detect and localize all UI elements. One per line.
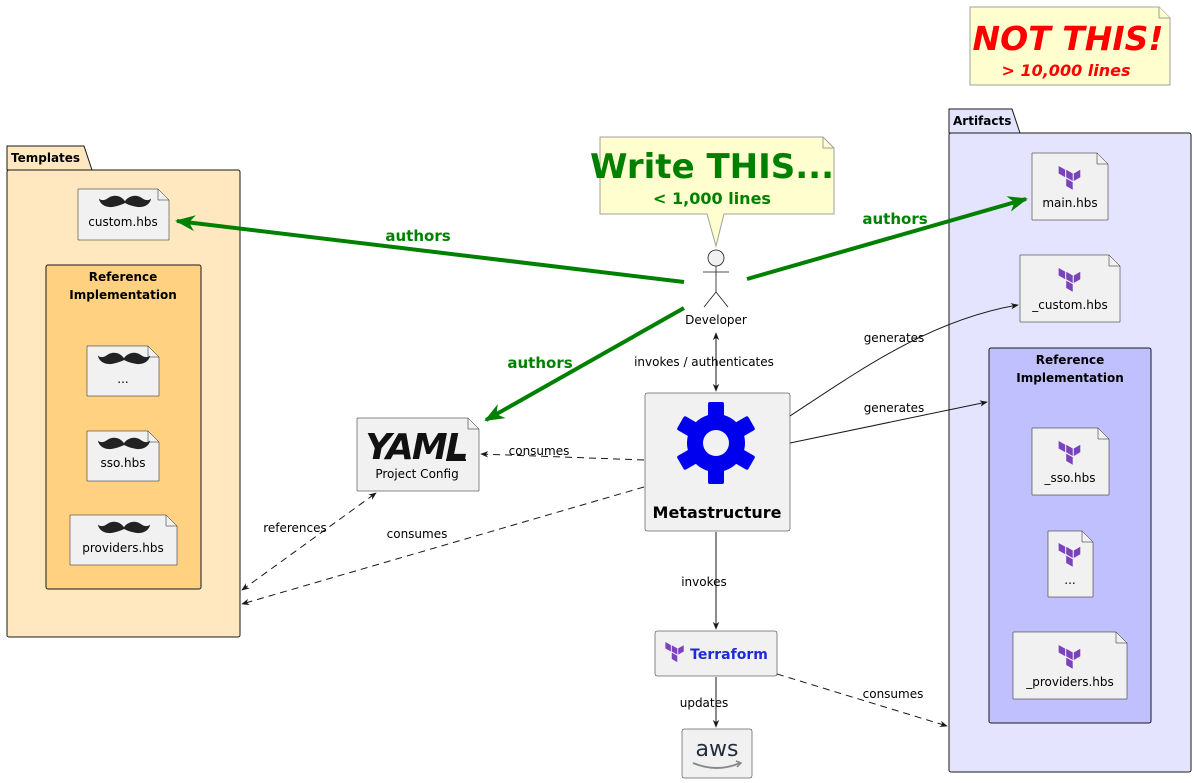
metastructure-label: Metastructure <box>653 503 782 522</box>
template-file-providers[interactable]: providers.hbs <box>69 514 178 566</box>
artifact-file-sso[interactable]: _sso.hbs <box>1031 427 1110 496</box>
artifacts-ref-title-2: Implementation <box>1016 371 1123 385</box>
write-this-subtitle: < 1,000 lines <box>653 189 771 208</box>
templates-title: Templates <box>11 151 80 165</box>
template-custom-label: custom.hbs <box>88 215 157 229</box>
template-file-sso[interactable]: sso.hbs <box>86 430 160 482</box>
terraform-label: Terraform <box>690 647 768 663</box>
artifact-main-label: main.hbs <box>1042 196 1097 210</box>
template-ellipsis-label: ... <box>117 372 128 386</box>
not-this-subtitle: > 10,000 lines <box>1001 61 1130 80</box>
project-config-label: Project Config <box>375 467 458 481</box>
edge-consumes-config: consumes <box>480 444 645 461</box>
template-file-ellipsis[interactable]: ... <box>86 345 160 397</box>
write-this-title: Write THIS... <box>590 147 834 187</box>
developer-actor[interactable]: Developer <box>685 249 747 327</box>
edge-references-label: references <box>263 521 327 535</box>
developer-label: Developer <box>685 313 747 327</box>
edge-consumes-templates: consumes <box>241 486 645 606</box>
edge-consumes-artifacts: consumes <box>776 673 948 727</box>
edge-consumes-config-label: consumes <box>509 444 570 458</box>
edge-invokes-authenticates-label: invokes / authenticates <box>634 355 774 369</box>
gear-icon <box>677 402 755 484</box>
template-providers-label: providers.hbs <box>82 541 164 555</box>
edge-updates-aws: updates <box>680 677 729 728</box>
artifact-file-main[interactable]: main.hbs <box>1031 152 1109 221</box>
edge-updates-aws-label: updates <box>680 696 729 710</box>
templates-reference-implementation: Reference Implementation <box>45 264 202 590</box>
edge-generates-custom: generates <box>789 303 1019 417</box>
edge-invokes-authenticates: invokes / authenticates <box>634 332 774 392</box>
artifact-file-ellipsis[interactable]: ... <box>1047 530 1094 598</box>
edge-references: references <box>241 492 377 591</box>
edge-invokes-terraform-label: invokes <box>681 575 727 589</box>
edge-authors-config: authors <box>484 306 685 422</box>
not-this-title: NOT THIS! <box>973 19 1164 58</box>
edge-generates-reference-label: generates <box>864 401 925 415</box>
terraform-node[interactable]: Terraform <box>654 630 778 677</box>
edge-authors-artifacts-label: authors <box>862 210 927 228</box>
project-config-node[interactable]: YAML Project Config <box>356 417 480 492</box>
yaml-logo-icon: YAML <box>365 427 466 468</box>
templates-ref-title-1: Reference <box>89 270 158 284</box>
note-write-this: Write THIS... < 1,000 lines <box>590 136 835 248</box>
templates-ref-title-2: Implementation <box>69 288 176 302</box>
artifact-file-providers[interactable]: _providers.hbs <box>1012 631 1128 700</box>
metastructure-node[interactable]: Metastructure <box>644 392 791 532</box>
note-not-this: NOT THIS! > 10,000 lines <box>969 6 1171 86</box>
artifact-ellipsis-label: ... <box>1064 573 1075 587</box>
artifact-file-custom[interactable]: _custom.hbs <box>1019 254 1121 323</box>
edge-consumes-templates-label: consumes <box>387 527 448 541</box>
aws-logo-icon: aws <box>696 737 739 762</box>
edge-authors-templates: authors <box>175 215 685 284</box>
edge-consumes-artifacts-label: consumes <box>863 687 924 701</box>
edge-authors-artifacts: authors <box>746 196 1028 281</box>
artifacts-title: Artifacts <box>953 114 1011 128</box>
edge-authors-templates-label: authors <box>385 227 450 245</box>
edge-authors-config-label: authors <box>507 354 572 372</box>
edge-invokes-terraform: invokes <box>681 532 727 630</box>
template-file-custom[interactable]: custom.hbs <box>77 188 170 241</box>
edge-generates-custom-label: generates <box>864 331 925 345</box>
template-sso-label: sso.hbs <box>101 456 146 470</box>
artifact-custom-label: _custom.hbs <box>1031 298 1107 312</box>
aws-node[interactable]: aws <box>681 728 753 779</box>
artifact-sso-label: _sso.hbs <box>1044 471 1096 485</box>
edge-generates-reference: generates <box>789 400 988 444</box>
artifacts-ref-title-1: Reference <box>1036 353 1105 367</box>
artifact-providers-label: _providers.hbs <box>1025 675 1114 689</box>
